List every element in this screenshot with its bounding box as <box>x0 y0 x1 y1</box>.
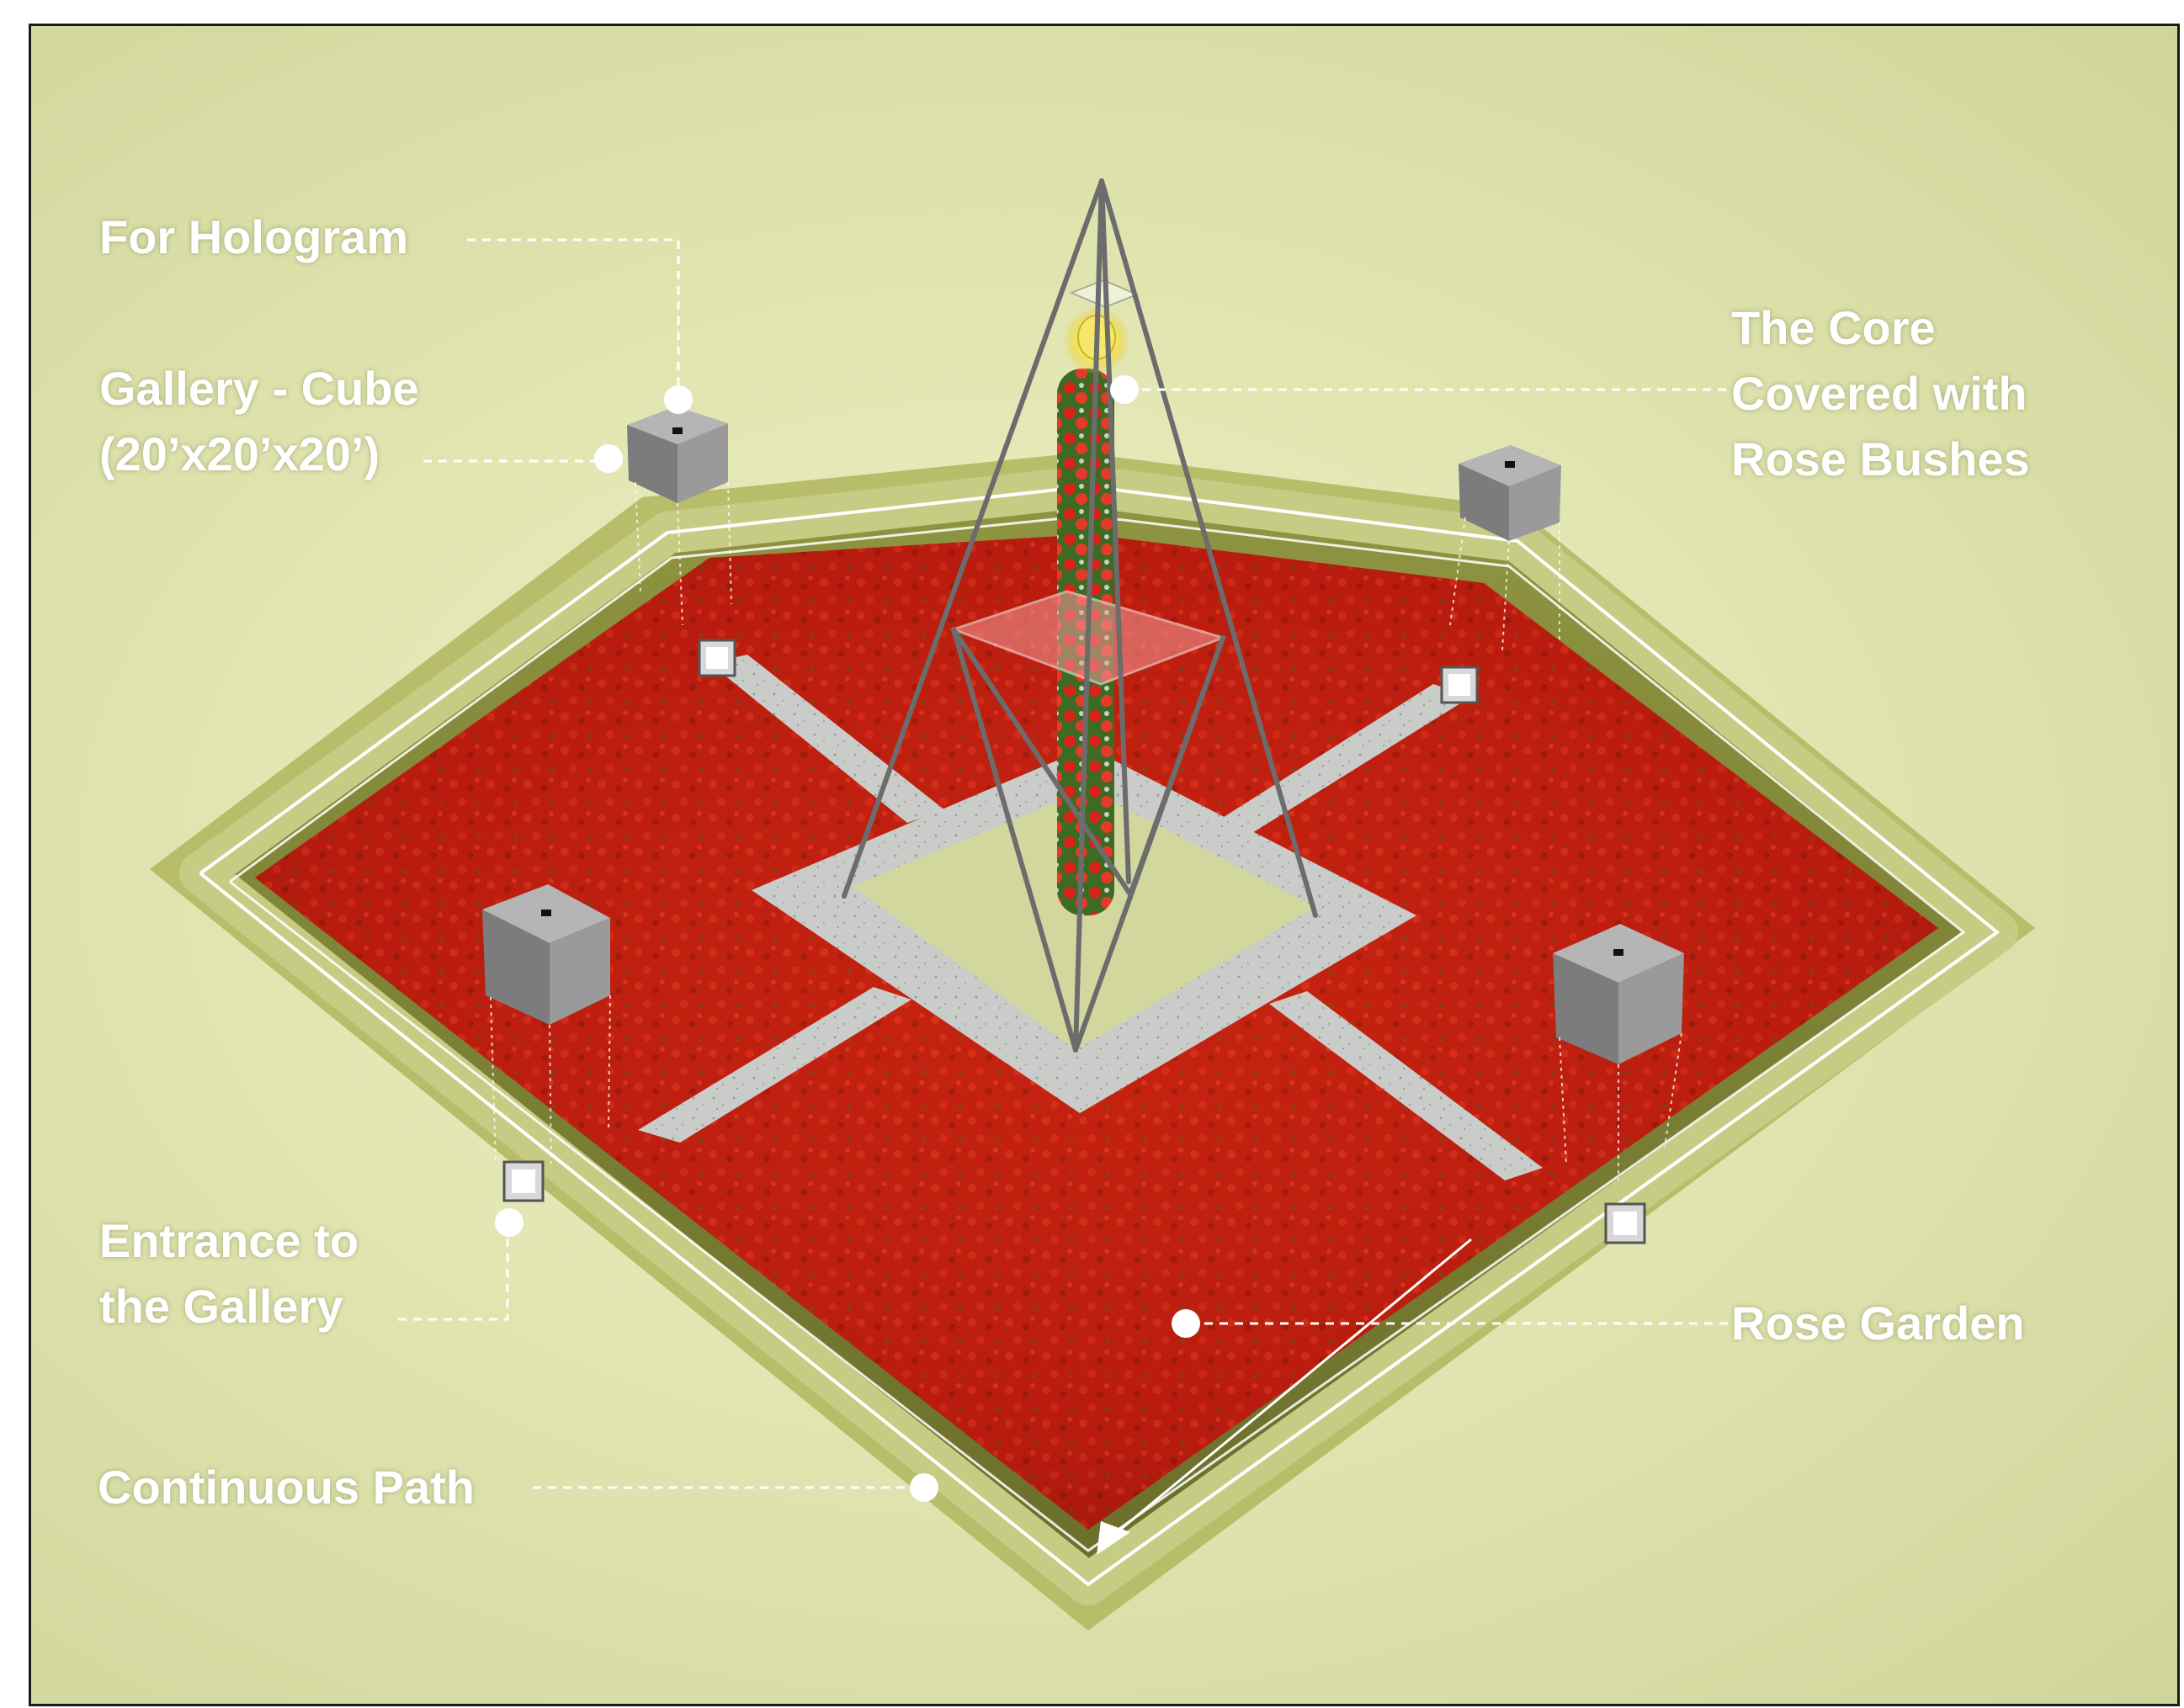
callout-core-line-1: The Core <box>1731 295 2030 361</box>
callout-dot-icon <box>664 385 693 414</box>
callout-dot-icon <box>910 1473 938 1502</box>
callout-dot-icon <box>495 1208 523 1237</box>
callout-hologram-line-1: For Hologram <box>99 204 408 270</box>
callout-rose-garden-line-1: Rose Garden <box>1731 1291 2025 1356</box>
callout-core: The Core Covered with Rose Bushes <box>1731 295 2030 492</box>
callout-continuous-path-line-1: Continuous Path <box>98 1455 475 1520</box>
callout-core-line-2: Covered with <box>1731 361 2030 427</box>
callout-gallery-cube: Gallery - Cube (20’x20’x20’) <box>99 356 419 487</box>
callout-gallery-cube-line-1: Gallery - Cube <box>99 356 419 422</box>
callout-dot-icon <box>594 444 623 473</box>
gallery-cube-nw <box>627 406 728 503</box>
callout-dot-icon <box>1172 1309 1200 1338</box>
callout-entrance-line-2: the Gallery <box>99 1274 359 1339</box>
callout-core-line-3: Rose Bushes <box>1731 427 2030 492</box>
callout-entrance: Entrance to the Gallery <box>99 1208 359 1339</box>
callout-entrance-line-1: Entrance to <box>99 1208 359 1274</box>
callout-gallery-cube-line-2: (20’x20’x20’) <box>99 422 419 487</box>
callout-continuous-path: Continuous Path <box>98 1455 475 1520</box>
diagram-frame: For Hologram Gallery - Cube (20’x20’x20’… <box>29 24 2180 1706</box>
callout-hologram: For Hologram <box>99 204 408 270</box>
callout-rose-garden: Rose Garden <box>1731 1291 2025 1356</box>
callout-dot-icon <box>1110 375 1139 404</box>
